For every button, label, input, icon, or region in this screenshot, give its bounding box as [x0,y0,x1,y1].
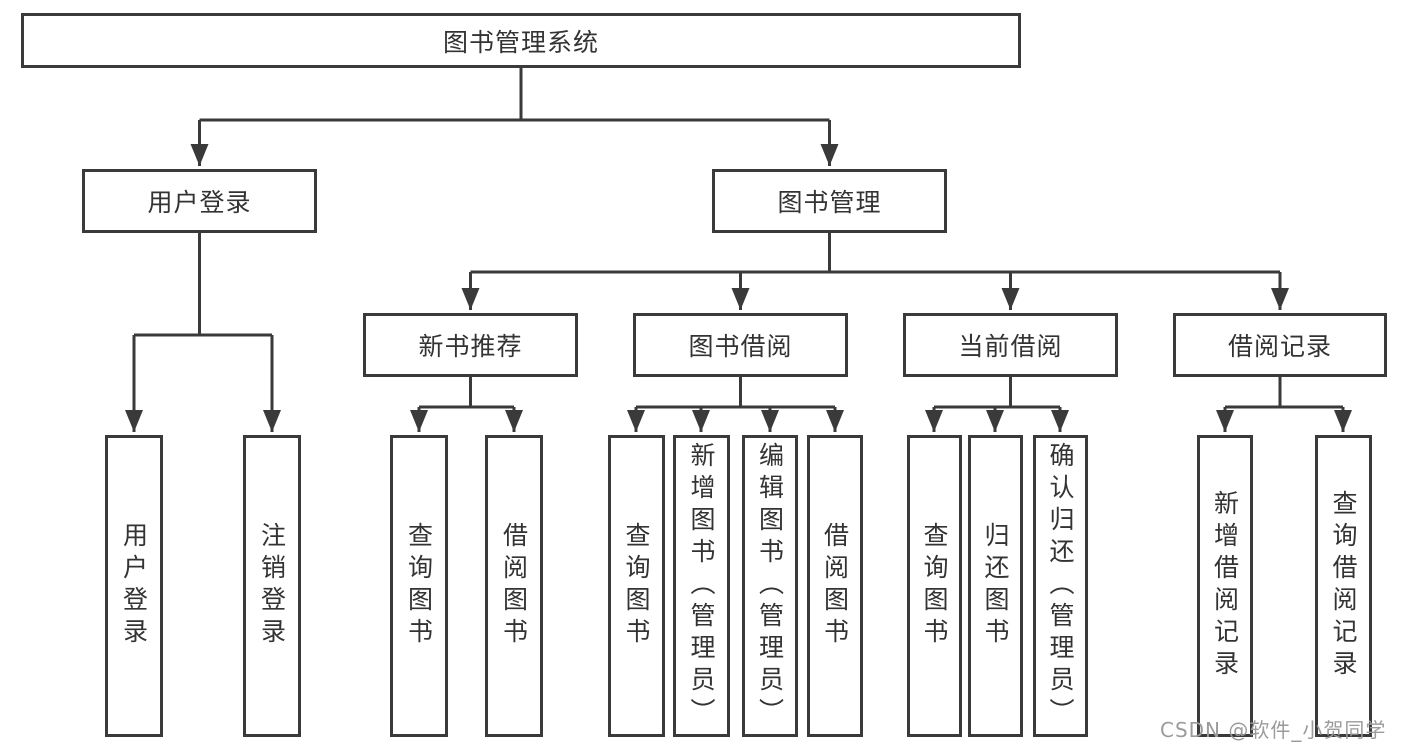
leaf-borrow-books-label: 借阅图书 [820,522,850,650]
node-current-borrowing: 当前借阅 [903,313,1118,377]
leaf-confirm-return-admin-label: 确认归还（管理员） [1046,442,1075,730]
leaf-current-query-books-label: 查询图书 [920,522,949,650]
leaf-query-borrow-record-label: 查询借阅记录 [1329,490,1358,682]
node-book-management: 图书管理 [712,169,947,233]
node-borrowing-records: 借阅记录 [1173,313,1387,377]
leaf-current-query-books: 查询图书 [907,435,962,737]
leaf-newbook-borrow-books: 借阅图书 [485,435,543,737]
node-book-management-label: 图书管理 [777,188,882,217]
node-new-book-recommend-label: 新书推荐 [418,332,523,361]
node-root-system-label: 图书管理系统 [442,27,599,57]
node-book-borrowing-label: 图书借阅 [688,332,793,361]
leaf-borrow-query-books-label: 查询图书 [622,522,651,650]
leaf-return-books: 归还图书 [968,435,1023,737]
leaf-add-borrow-record: 新增借阅记录 [1197,435,1253,737]
leaf-add-books-admin: 新增图书（管理员） [673,435,730,737]
leaf-confirm-return-admin: 确认归还（管理员） [1033,435,1088,737]
node-borrowing-records-label: 借阅记录 [1227,332,1332,361]
leaf-user-login: 用户登录 [105,435,163,737]
leaf-edit-books-admin-label: 编辑图书（管理员） [755,442,785,730]
leaf-add-books-admin-label: 新增图书（管理员） [687,442,716,730]
leaf-borrow-query-books: 查询图书 [608,435,665,737]
leaf-newbook-borrow-books-label: 借阅图书 [499,522,529,650]
leaf-edit-books-admin: 编辑图书（管理员） [742,435,798,737]
node-root-system: 图书管理系统 [21,13,1021,68]
node-current-borrowing-label: 当前借阅 [958,332,1063,361]
leaf-add-borrow-record-label: 新增借阅记录 [1210,490,1240,682]
leaf-logout: 注销登录 [243,435,301,737]
leaf-query-borrow-record: 查询借阅记录 [1315,435,1372,737]
leaf-newbook-query-books: 查询图书 [390,435,448,737]
node-book-borrowing: 图书借阅 [633,313,848,377]
node-user-login-label: 用户登录 [147,188,252,217]
leaf-return-books-label: 归还图书 [981,522,1010,650]
node-new-book-recommend: 新书推荐 [363,313,578,377]
csdn-watermark: CSDN @软件_小贺同学 [1160,718,1387,742]
leaf-user-login-label: 用户登录 [119,522,149,650]
leaf-newbook-query-books-label: 查询图书 [404,522,434,650]
leaf-borrow-books: 借阅图书 [807,435,863,737]
node-user-login: 用户登录 [82,169,317,233]
leaf-logout-label: 注销登录 [257,522,287,650]
